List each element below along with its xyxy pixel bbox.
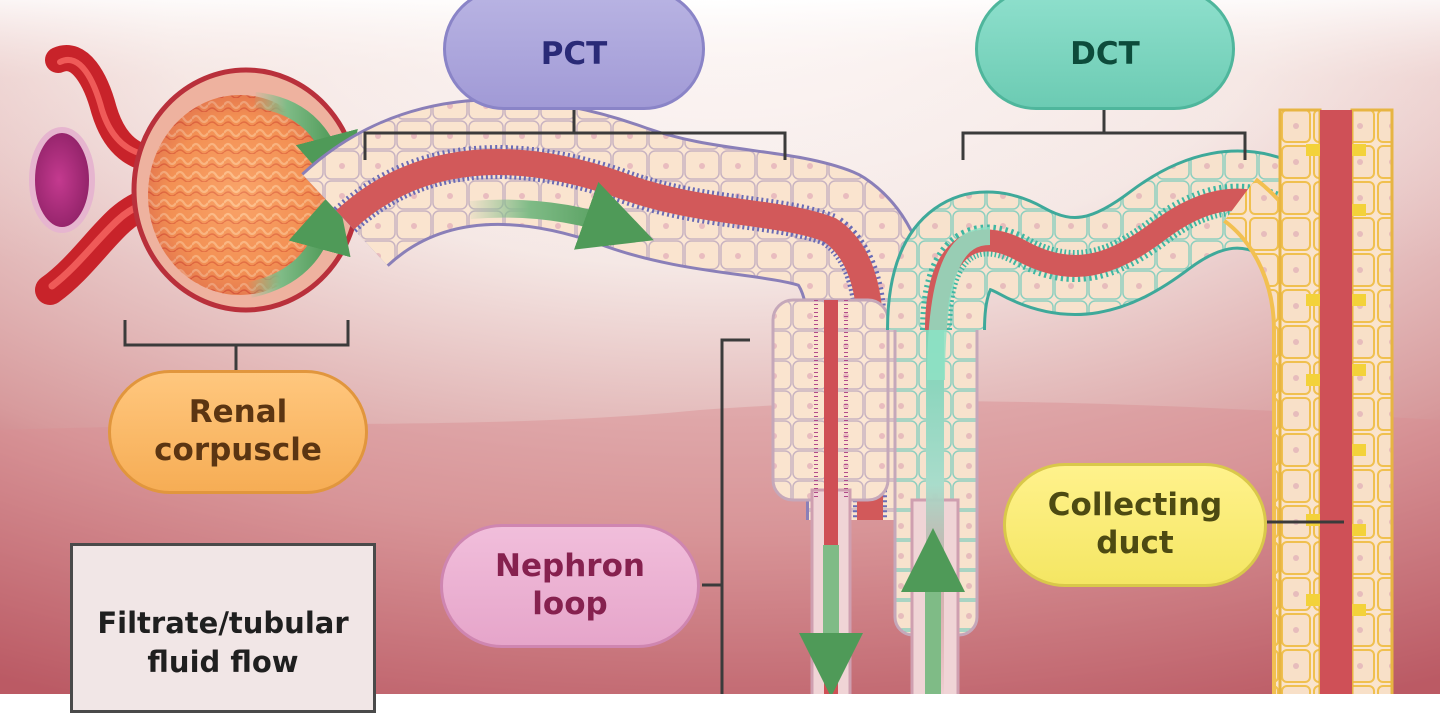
duct-lumen	[1320, 110, 1352, 710]
renal-bracket	[123, 320, 350, 372]
pct-bracket	[363, 110, 787, 160]
nephron-loop-label-text: Nephron loop	[495, 548, 645, 622]
collecting-duct-label-text: Collecting duct	[1047, 487, 1223, 561]
pct-label-text: PCT	[540, 36, 608, 73]
collecting-duct-illustration	[1222, 108, 1394, 712]
nephron-loop-tubule	[771, 253, 979, 702]
loop-desc-microvilli	[814, 300, 848, 500]
collecting-duct-label: Collecting duct	[1003, 463, 1267, 587]
renal-corpuscle-illustration	[29, 45, 361, 313]
glomerulus-shade	[148, 95, 332, 295]
duct-cell-ridges	[1306, 144, 1366, 616]
dct-bracket	[961, 110, 1247, 160]
pct-label: PCT	[443, 0, 705, 110]
afferent-arteriole-purple	[29, 127, 95, 233]
dct-label: DCT	[975, 0, 1235, 110]
pct-lumen	[336, 149, 883, 520]
renal-corpuscle-label-text: Renal corpuscle	[154, 394, 322, 468]
dct-tubule	[886, 149, 1303, 381]
flow-arrow-capsule-lower	[248, 187, 351, 298]
duct-left-wall	[1278, 108, 1322, 712]
label-connectors	[123, 110, 1344, 694]
nephron-loop-label: Nephron loop	[440, 524, 700, 648]
dct-fluid-highlight	[927, 227, 991, 381]
legend-text: Filtrate/tubular fluid flow	[97, 606, 349, 680]
renal-corpuscle-label: Renal corpuscle	[108, 370, 368, 494]
pct-tubule	[301, 98, 934, 520]
legend-box: Filtrate/tubular fluid flow	[70, 543, 376, 713]
loop-bracket	[702, 338, 750, 694]
dct-label-text: DCT	[1070, 36, 1140, 73]
flow-arrow-pct	[469, 181, 654, 250]
